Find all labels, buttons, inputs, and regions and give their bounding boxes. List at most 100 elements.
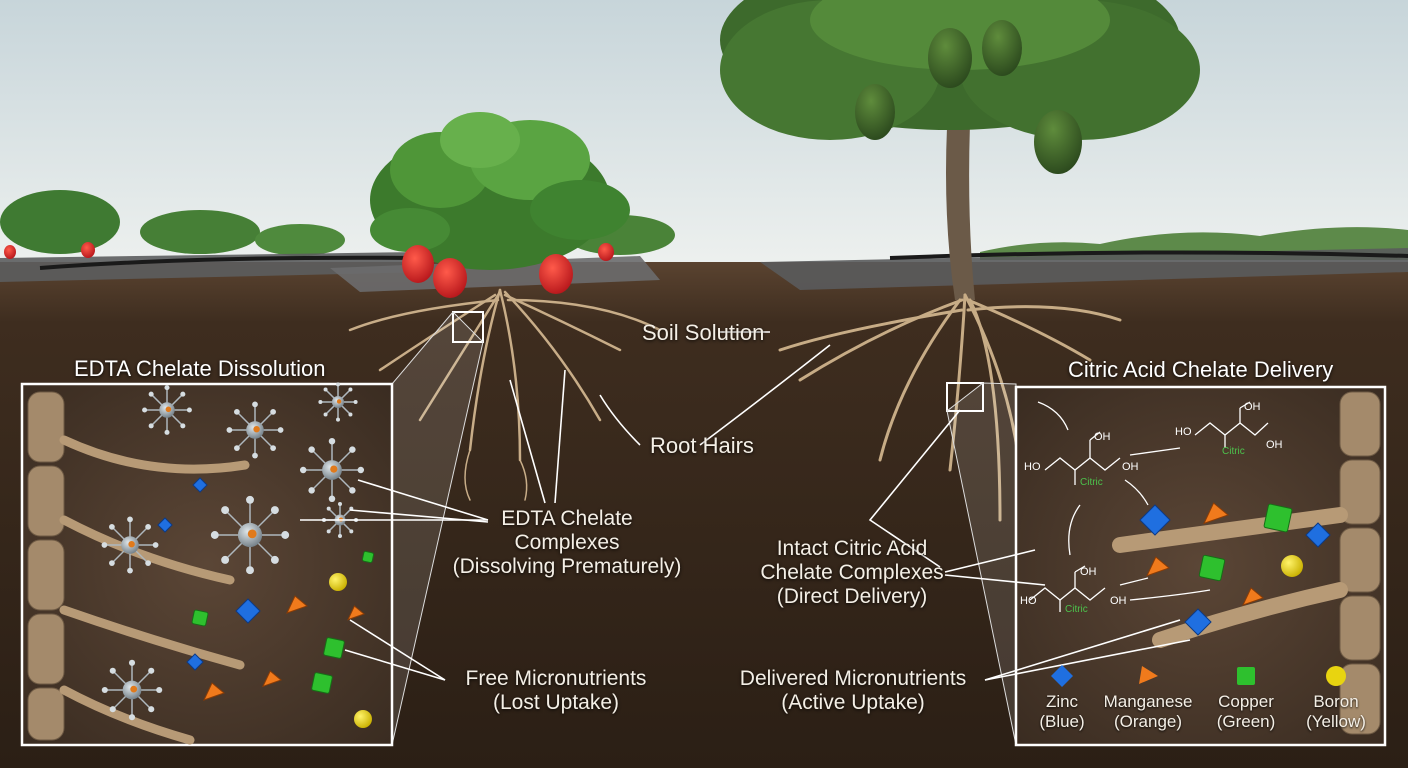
zinc-particle xyxy=(235,598,261,624)
edta-molecules xyxy=(101,382,365,721)
copper-particle xyxy=(311,672,333,694)
legend-item-manganese: Manganese(Orange) xyxy=(1098,664,1198,733)
boron-particle xyxy=(354,710,372,728)
free-micro-line1: Free Micronutrients xyxy=(465,667,647,690)
edta-molecule xyxy=(210,495,290,575)
manganese-particle xyxy=(347,605,365,621)
citric-molecule-3 xyxy=(1029,565,1106,612)
intact-citric-line3: (Direct Delivery) xyxy=(776,585,928,609)
mol3-citric: Citric xyxy=(1065,604,1088,615)
mol2-citric: Citric xyxy=(1222,446,1245,457)
zoom-box-left xyxy=(452,311,484,343)
mol1-oh: OH xyxy=(1094,431,1111,443)
soil-solution-label: Soil Solution xyxy=(642,320,765,345)
edta-molecule xyxy=(101,516,159,574)
flow-arrows xyxy=(1037,401,1211,601)
legend-color-label: (Orange) xyxy=(1113,712,1183,732)
edta-molecule xyxy=(318,382,358,422)
legend-color-label: (Yellow) xyxy=(1306,712,1366,732)
legend-color-label: (Green) xyxy=(1216,712,1276,732)
citric-panel-title: Citric Acid Chelate Delivery xyxy=(1068,357,1334,382)
edta-molecule xyxy=(299,437,365,503)
edta-panel-frame xyxy=(20,382,394,747)
strawberries xyxy=(4,242,614,298)
mol2-oh2: OH xyxy=(1266,439,1283,451)
mol1-oh2: OH xyxy=(1122,461,1139,473)
legend-item-copper: Copper(Green) xyxy=(1196,664,1296,733)
citric-molecule-1 xyxy=(1044,431,1121,485)
intact-citric-line1: Intact Citric Acid xyxy=(776,537,928,560)
mol2-oh: OH xyxy=(1244,401,1261,413)
root-hairs-label: Root Hairs xyxy=(650,433,754,458)
edta-complexes-line2: Complexes xyxy=(514,531,620,555)
legend-item-boron: Boron(Yellow) xyxy=(1286,664,1386,733)
legend-color-label: (Blue) xyxy=(1039,712,1085,732)
root-cells-left xyxy=(27,391,65,741)
zinc-particle xyxy=(192,477,208,493)
mol3-oh2: OH xyxy=(1110,595,1127,607)
mol1-citric: Citric xyxy=(1080,477,1103,488)
strawberry-plant xyxy=(370,112,630,270)
legend-name: Boron xyxy=(1313,692,1359,711)
green-cube-icon xyxy=(1237,667,1255,685)
zinc-particle xyxy=(186,653,204,671)
avocados xyxy=(855,20,1082,174)
zinc-particle xyxy=(1139,504,1171,536)
manganese-particle xyxy=(286,595,308,614)
copper-particle xyxy=(1263,503,1293,533)
manganese-particle xyxy=(1146,556,1170,577)
blue-diamond-icon xyxy=(1051,665,1073,687)
edta-molecule xyxy=(226,401,284,459)
manganese-particle xyxy=(203,682,225,701)
copper-particle xyxy=(323,637,345,659)
root-cells-right xyxy=(1339,391,1381,735)
copper-particle xyxy=(191,609,209,627)
delivered-micro-label: Delivered Micronutrients (Active Uptake) xyxy=(722,667,984,715)
delivered-micro-line1: Delivered Micronutrients xyxy=(739,667,967,690)
avocado-roots xyxy=(778,293,1122,522)
manganese-particle xyxy=(1203,502,1229,525)
orange-triangle-icon xyxy=(1139,666,1158,684)
free-micro-line2: (Lost Uptake) xyxy=(492,691,620,715)
micronutrient-particles xyxy=(157,477,1331,728)
mol2-ho: HO xyxy=(1175,426,1192,438)
molecule-text: HO OH OH Citric HO OH OH Citric HO OH OH… xyxy=(1020,401,1283,615)
citric-panel-frame xyxy=(1014,385,1387,747)
strawberry-roots xyxy=(348,288,662,501)
yellow-sphere-icon xyxy=(1326,666,1346,686)
zinc-particle xyxy=(1305,522,1331,548)
legend-name: Copper xyxy=(1218,692,1274,711)
mol1-ho: HO xyxy=(1024,461,1041,473)
mol3-ho: HO xyxy=(1020,595,1037,607)
mol3-oh: OH xyxy=(1080,566,1097,578)
copper-particle xyxy=(1198,554,1226,582)
edta-complexes-line3: (Dissolving Prematurely) xyxy=(452,555,682,579)
boron-particle xyxy=(329,573,347,591)
manganese-particle xyxy=(1242,587,1264,606)
leader-lines xyxy=(300,331,1191,681)
boron-particle xyxy=(1281,555,1303,577)
legend-item-zinc: Zinc(Blue) xyxy=(1012,664,1112,733)
intact-citric-line2: Chelate Complexes xyxy=(760,561,944,585)
edta-complexes-line1: EDTA Chelate xyxy=(501,507,633,530)
edta-molecule xyxy=(101,659,163,721)
zinc-particle xyxy=(1184,608,1212,636)
zinc-particle xyxy=(157,517,173,533)
legend-name: Zinc xyxy=(1045,692,1079,711)
edta-molecule xyxy=(142,385,192,435)
free-micro-label: Free Micronutrients (Lost Uptake) xyxy=(446,667,666,715)
intact-citric-label: Intact Citric Acid Chelate Complexes (Di… xyxy=(742,537,962,609)
drip-line-left xyxy=(39,255,421,270)
manganese-particle xyxy=(262,670,282,688)
delivered-micro-line2: (Active Uptake) xyxy=(781,691,925,715)
edta-panel-title: EDTA Chelate Dissolution xyxy=(74,356,326,381)
root-hairs-left xyxy=(59,435,250,745)
zoom-box-right xyxy=(946,382,984,412)
citric-molecule-2 xyxy=(1194,401,1269,448)
copper-particle xyxy=(361,550,375,564)
edta-complexes-label: EDTA Chelate Complexes (Dissolving Prema… xyxy=(432,507,702,579)
root-hairs-right xyxy=(1112,507,1348,648)
legend-name: Manganese xyxy=(1103,692,1193,711)
